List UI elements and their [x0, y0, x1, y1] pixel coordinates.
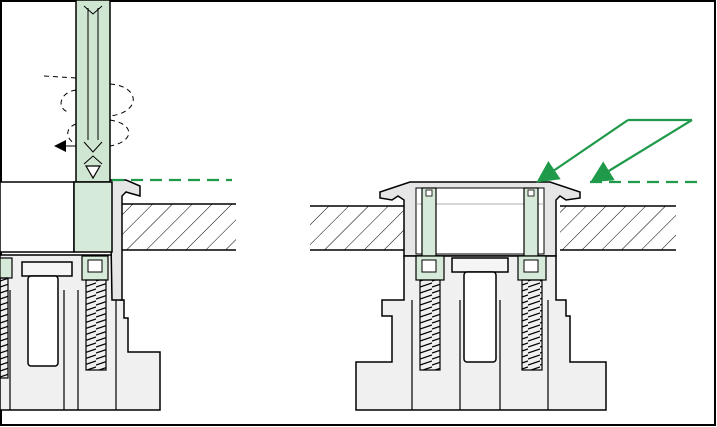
left-wall-section [122, 203, 236, 251]
left-panel-screw [81, 255, 109, 371]
right-panel-right-screw [517, 187, 547, 371]
level-indicator-arrow-icon [84, 165, 102, 180]
rotation-arrow-icon [43, 75, 134, 152]
right-wall-left [310, 205, 404, 251]
right-panel-installed-result [310, 118, 698, 411]
flush-indicator-arrows [536, 118, 693, 183]
left-top-clip [109, 179, 141, 301]
right-panel-left-screw [415, 187, 445, 371]
left-cover-plate [0, 181, 75, 253]
right-wall-right [560, 205, 676, 251]
left-edge-screw [0, 257, 13, 379]
left-housing [0, 254, 161, 411]
left-panel-installation-tool-in-use [0, 0, 236, 411]
right-cover-flange [379, 181, 581, 257]
right-housing [355, 255, 607, 411]
installation-tool-rod [73, 0, 113, 253]
